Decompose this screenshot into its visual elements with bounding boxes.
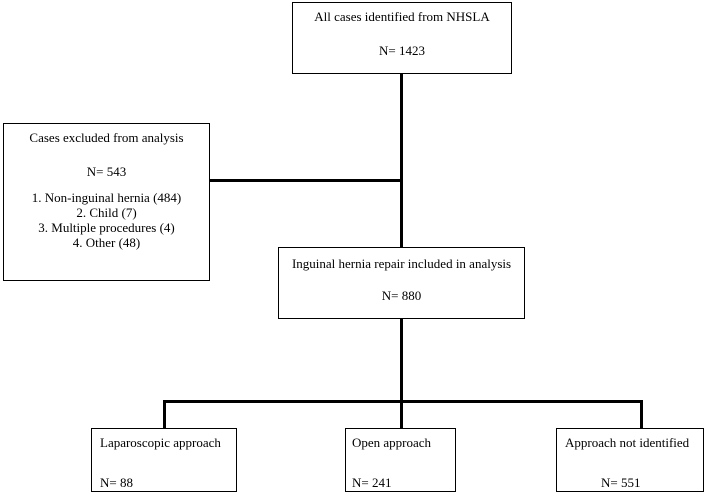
open-title: Open approach — [352, 435, 432, 450]
laparoscopic-title: Laparoscopic approach — [100, 435, 221, 450]
all-cases-box: All cases identified from NHSLA N= 1423 — [292, 2, 512, 74]
approach-not-identified-box: Approach not identified N= 551 — [556, 428, 704, 492]
exclusion-reason-1: 1. Non-inguinal hernia (484) — [31, 190, 182, 205]
excluded-title: Cases excluded from analysis — [29, 130, 184, 145]
connector-to-not-identified — [640, 400, 643, 428]
connector-to-laparoscopic — [163, 400, 166, 428]
open-count: N= 241 — [352, 475, 392, 490]
connector-to-excluded — [210, 179, 402, 182]
connector-included-down — [400, 319, 403, 401]
included-count: N= 880 — [381, 288, 422, 303]
laparoscopic-approach-box: Laparoscopic approach N= 88 — [91, 428, 237, 492]
connector-to-open — [400, 400, 403, 428]
all-cases-count: N= 1423 — [379, 43, 425, 58]
not-identified-title: Approach not identified — [565, 435, 690, 450]
exclusion-reason-4: 4. Other (48) — [72, 235, 141, 250]
not-identified-count: N= 551 — [601, 475, 641, 490]
all-cases-title: All cases identified from NHSLA — [314, 9, 490, 24]
excluded-count: N= 543 — [86, 164, 127, 179]
included-title: Inguinal hernia repair included in analy… — [291, 256, 512, 271]
open-approach-box: Open approach N= 241 — [345, 428, 456, 492]
connector-top-to-included — [400, 74, 403, 247]
excluded-cases-box: Cases excluded from analysis N= 543 1. N… — [3, 123, 210, 281]
laparoscopic-count: N= 88 — [100, 475, 133, 490]
exclusion-reason-3: 3. Multiple procedures (4) — [38, 220, 175, 235]
exclusion-reasons-list: 1. Non-inguinal hernia (484) 2. Child (7… — [4, 190, 209, 250]
connector-horizontal-split — [163, 400, 643, 403]
exclusion-reason-2: 2. Child (7) — [76, 205, 137, 220]
included-cases-box: Inguinal hernia repair included in analy… — [278, 247, 525, 319]
